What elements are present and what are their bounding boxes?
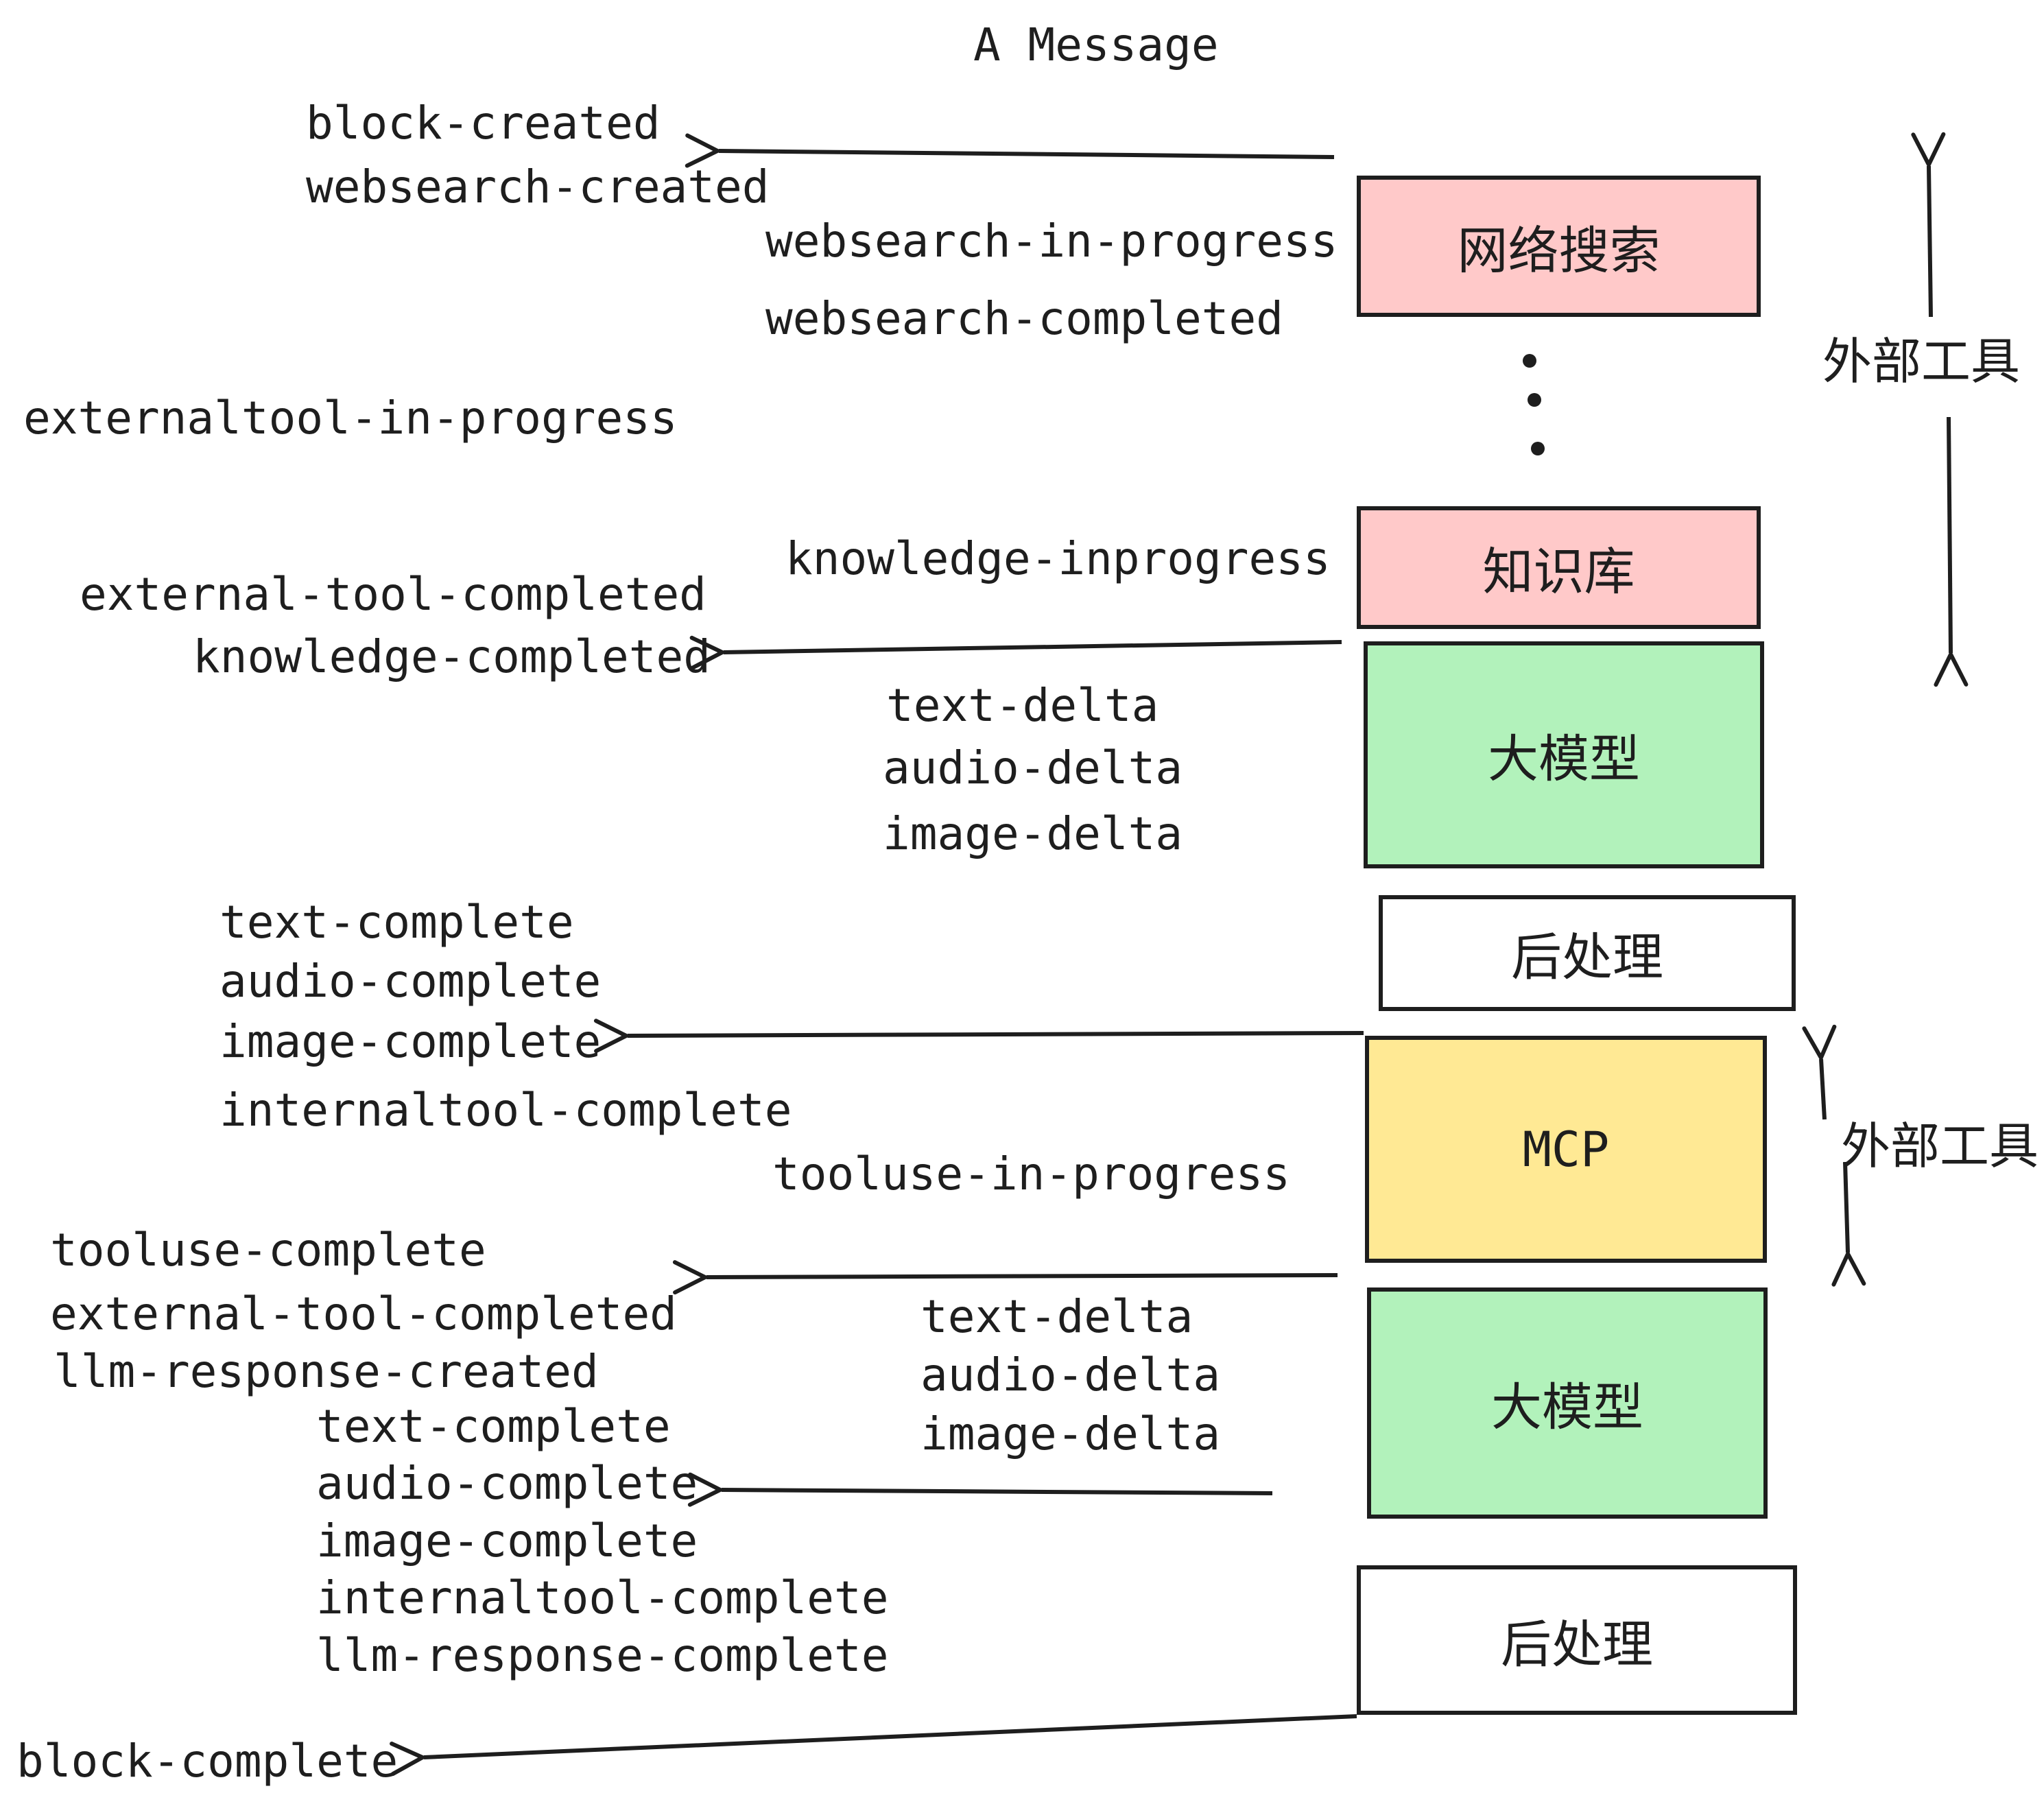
event-text-complete-2: text-complete [316,1400,671,1453]
event-image-complete-1: image-complete [219,1015,602,1068]
box-postprocess-1: 后处理 [1379,895,1796,1011]
ellipsis-dots [1523,354,1545,455]
event-externaltool-in-progress: externaltool-in-progress [23,392,678,444]
external-tools-label-1: 外部工具 [1822,333,2021,390]
event-external-tool-completed-1: external-tool-completed [80,568,706,621]
box-label: 大模型 [1491,1378,1643,1437]
box-label: 后处理 [1511,928,1663,987]
event-audio-complete-2: audio-complete [316,1457,698,1510]
event-tooluse-complete: tooluse-complete [50,1224,486,1277]
event-tooluse-in-progress: tooluse-in-progress [772,1148,1290,1200]
event-text-delta-1: text-delta [886,679,1159,732]
box-label: 知识库 [1482,543,1635,602]
diagram-title: A Message [973,19,1219,71]
ellipsis-dot [1528,393,1541,407]
box-websearch: 网络搜索 [1357,176,1761,317]
box-postprocess-2: 后处理 [1357,1565,1797,1715]
arrow-to-block-created [685,133,1335,168]
event-websearch-created: websearch-created [306,161,770,213]
event-llm-response-complete: llm-response-complete [316,1629,889,1682]
box-label: 网络搜索 [1457,221,1661,281]
event-internaltool-complete-1: internaltool-complete [219,1084,792,1137]
event-text-delta-2: text-delta [920,1290,1193,1343]
event-external-tool-completed-2: external-tool-completed [50,1287,677,1340]
event-image-complete-2: image-complete [316,1515,698,1567]
event-image-delta-2: image-delta [920,1408,1221,1460]
arrow-to-image-complete [593,1019,1364,1054]
box-label: 大模型 [1488,730,1640,789]
event-websearch-in-progress: websearch-in-progress [765,215,1338,268]
event-image-delta-1: image-delta [883,807,1183,860]
external-tools-label-2: 外部工具 [1841,1117,2039,1175]
ellipsis-dot [1531,442,1545,455]
event-block-complete: block-complete [16,1735,399,1788]
box-llm-2: 大模型 [1367,1287,1768,1519]
event-text-complete-1: text-complete [219,896,574,949]
box-label: MCP [1522,1121,1610,1178]
event-llm-response-created: llm-response-created [54,1345,599,1398]
event-audio-complete-1: audio-complete [219,955,602,1008]
box-knowledge-base: 知识库 [1357,506,1761,629]
event-websearch-completed: websearch-completed [765,292,1283,345]
box-label: 后处理 [1501,1615,1653,1674]
external-tools-up-arrow-2 [1802,1024,1837,1120]
event-knowledge-inprogress: knowledge-inprogress [785,532,1331,585]
arrow-to-knowledge-completed [689,635,1342,670]
external-tools-up-arrow-1 [1911,132,1946,318]
external-tools-down-arrow-1 [1934,416,1969,687]
event-block-created: block-created [306,97,661,150]
event-audio-delta-2: audio-delta [920,1349,1221,1401]
arrow-to-audio-complete [687,1472,1273,1507]
arrow-to-tooluse-complete [672,1260,1338,1295]
event-knowledge-completed: knowledge-completed [193,630,711,683]
arrow-to-block-complete [390,1714,1357,1777]
event-audio-delta-1: audio-delta [883,741,1183,794]
event-internaltool-complete-2: internaltool-complete [316,1571,889,1624]
box-llm-1: 大模型 [1364,641,1764,868]
external-tools-down-arrow-2 [1831,1161,1866,1287]
box-mcp: MCP [1365,1036,1767,1263]
ellipsis-dot [1523,354,1536,368]
